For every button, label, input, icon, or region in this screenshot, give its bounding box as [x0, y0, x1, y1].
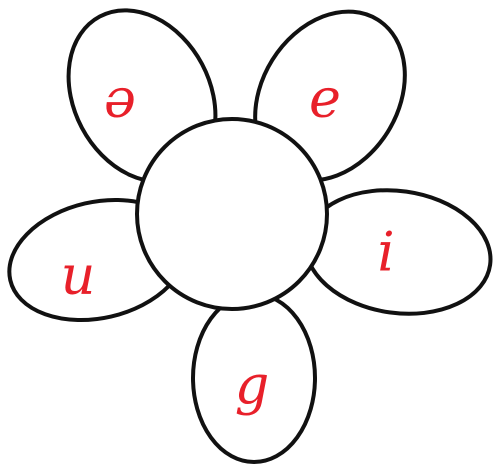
petal-right-letter: i — [377, 221, 394, 284]
flower-center — [137, 119, 327, 309]
petal-left-letter: и — [61, 244, 96, 307]
petal-upper-right-letter: e — [309, 67, 341, 130]
petal-upper-left-letter: ə — [104, 67, 136, 130]
petal-bottom: g — [193, 294, 315, 462]
petal-bottom-letter: g — [235, 354, 270, 417]
